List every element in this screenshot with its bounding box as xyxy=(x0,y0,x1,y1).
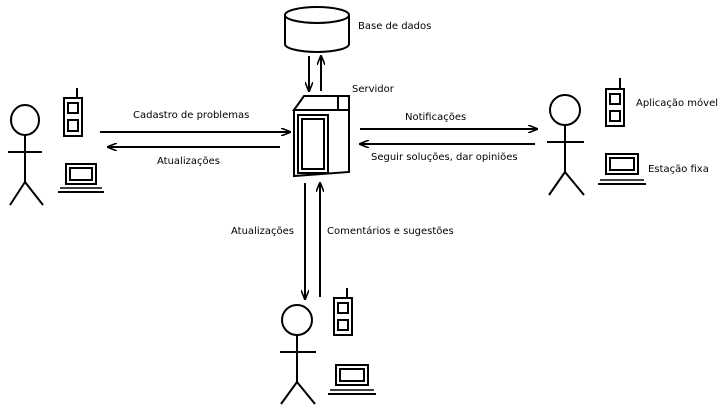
right-user-icon xyxy=(547,94,585,196)
right-phone-icon xyxy=(605,78,625,127)
right-laptop-icon xyxy=(598,153,646,185)
bottom-user-icon xyxy=(280,304,316,405)
database-icon xyxy=(284,6,350,53)
edge-label-right-to-server: Seguir soluções, dar opiniões xyxy=(371,152,518,163)
fixed-station-label: Estação fixa xyxy=(648,164,709,175)
edge-label-left-to-server: Cadastro de problemas xyxy=(133,110,250,121)
edge-label-server-to-left: Atualizações xyxy=(157,156,220,167)
server-label: Servidor xyxy=(352,84,394,95)
edge-label-bottom-to-server: Comentários e sugestões xyxy=(327,226,454,237)
bottom-laptop-icon xyxy=(328,364,376,395)
left-laptop-icon xyxy=(58,163,104,193)
database-label: Base de dados xyxy=(358,21,432,32)
bottom-phone-icon xyxy=(333,288,353,336)
left-phone-icon xyxy=(63,88,83,137)
left-user-icon xyxy=(8,104,44,206)
server-icon xyxy=(292,95,350,178)
mobile-app-label: Aplicação móvel xyxy=(636,98,719,109)
edge-label-server-to-right: Notificações xyxy=(405,112,467,123)
edge-label-server-to-bottom: Atualizações xyxy=(231,226,294,237)
